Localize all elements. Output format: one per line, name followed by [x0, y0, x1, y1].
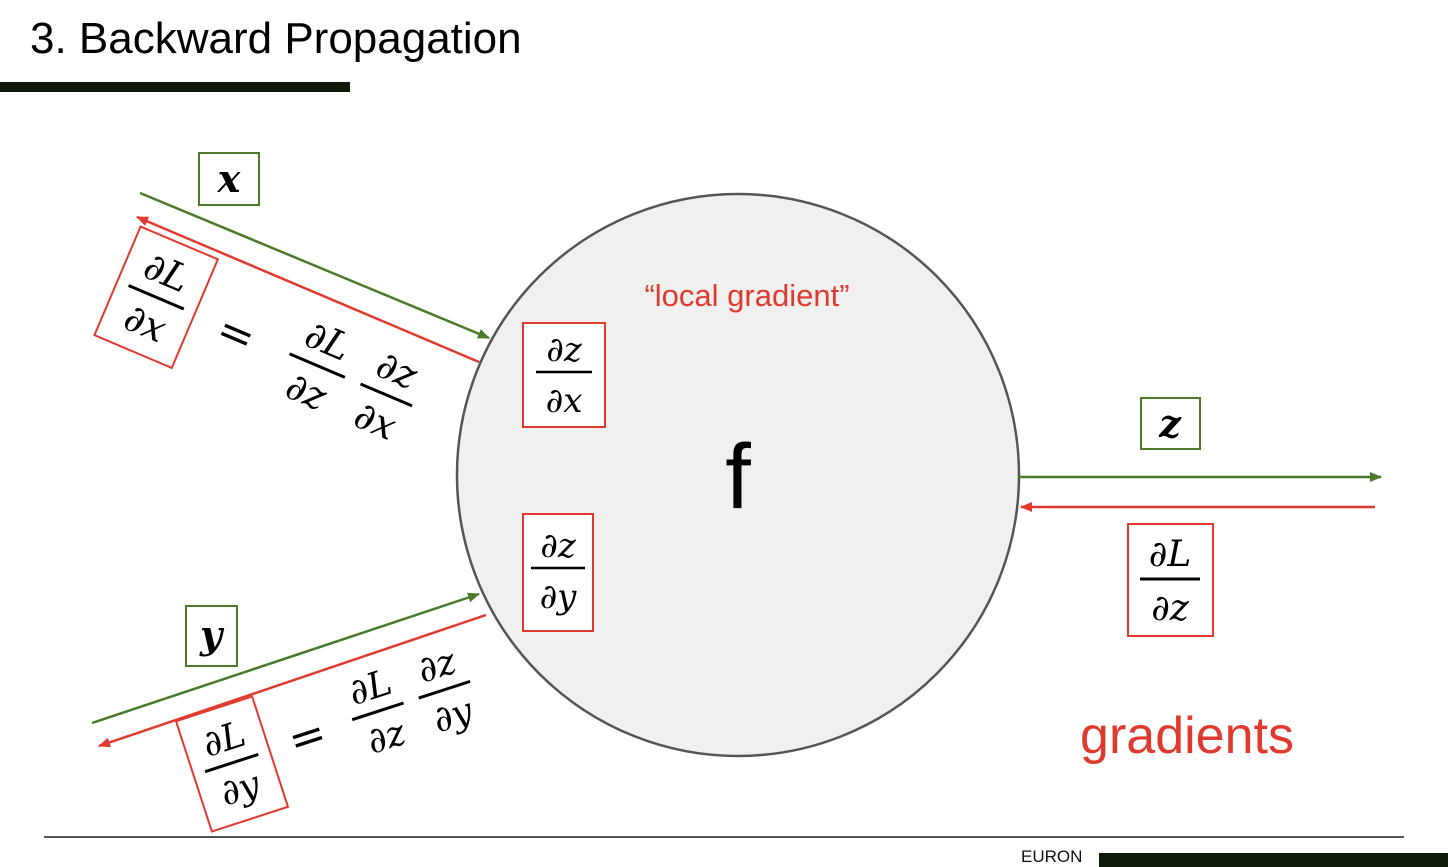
- input-x-label-box: x: [198, 152, 260, 206]
- upstream-gradient-dl-dz: ∂L ∂z: [1127, 523, 1214, 637]
- local-gradient-label: “local gradient”: [644, 278, 849, 313]
- chain-rule-x-equation: ∂L ∂x = ∂L ∂z ∂z ∂x: [93, 225, 425, 449]
- equals-sign-y: =: [282, 707, 333, 767]
- dz-dx-denominator: ∂x: [546, 381, 583, 421]
- backward-arrow-y: [98, 613, 487, 748]
- dz-dy-denominator: ∂y: [540, 577, 578, 617]
- backward-arrow-x: [136, 215, 480, 364]
- footer-brand: EURON: [1021, 847, 1083, 866]
- forward-arrow-x: [139, 191, 490, 340]
- equals-sign-x: =: [209, 303, 263, 364]
- forward-arrow-y: [91, 592, 480, 725]
- dl-dz-denominator: ∂z: [1151, 588, 1190, 629]
- footer-divider: [44, 836, 1404, 838]
- title-accent-bar: [0, 82, 350, 92]
- dz-dx-denominator-eq: ∂x: [348, 392, 403, 449]
- local-gradient-dz-dy: ∂z ∂y: [522, 513, 594, 632]
- input-x-label: x: [217, 156, 242, 201]
- output-z-label-box: z: [1140, 397, 1201, 450]
- footer-accent-bar: [1099, 853, 1448, 867]
- dl-dz-denominator-y: ∂z: [362, 712, 411, 763]
- dl-dz-denominator-x: ∂z: [279, 363, 334, 419]
- dz-dy-denominator-eq: ∂y: [428, 690, 478, 741]
- output-z-label: z: [1158, 401, 1182, 446]
- slide-title: 3. Backward Propagation: [30, 14, 522, 63]
- node-label: f: [725, 426, 751, 528]
- dz-dx-numerator: ∂z: [546, 330, 583, 370]
- dl-dz-numerator: ∂L: [1149, 534, 1192, 575]
- gradients-label: gradients: [1080, 707, 1294, 765]
- input-y-label-box: y: [185, 605, 238, 667]
- local-gradient-dz-dx: ∂z ∂x: [522, 322, 606, 428]
- dz-dy-numerator-eq: ∂z: [413, 641, 462, 692]
- input-y-label: y: [199, 612, 225, 657]
- dz-dy-numerator: ∂z: [540, 526, 577, 566]
